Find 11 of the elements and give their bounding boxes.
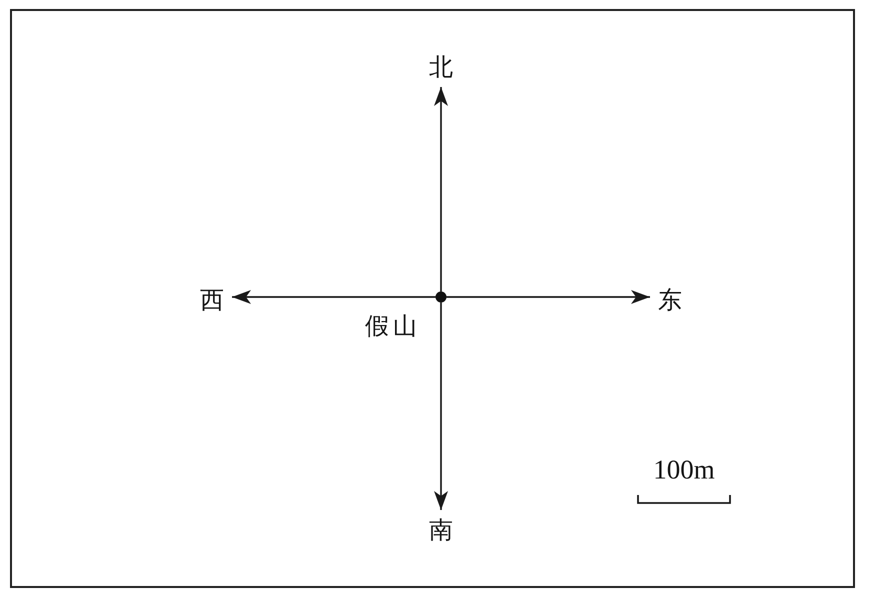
arrow — [446, 290, 650, 304]
direction-label: 南 — [429, 518, 453, 542]
scale-label: 100m — [653, 456, 715, 484]
arrow — [434, 87, 448, 292]
point-dot — [436, 292, 446, 302]
direction-label: 西 — [200, 288, 224, 312]
direction-label: 东 — [658, 288, 682, 312]
arrow — [232, 290, 436, 304]
place-label: 假山 — [365, 314, 421, 338]
arrow — [434, 302, 448, 510]
direction-label: 北 — [429, 55, 453, 79]
